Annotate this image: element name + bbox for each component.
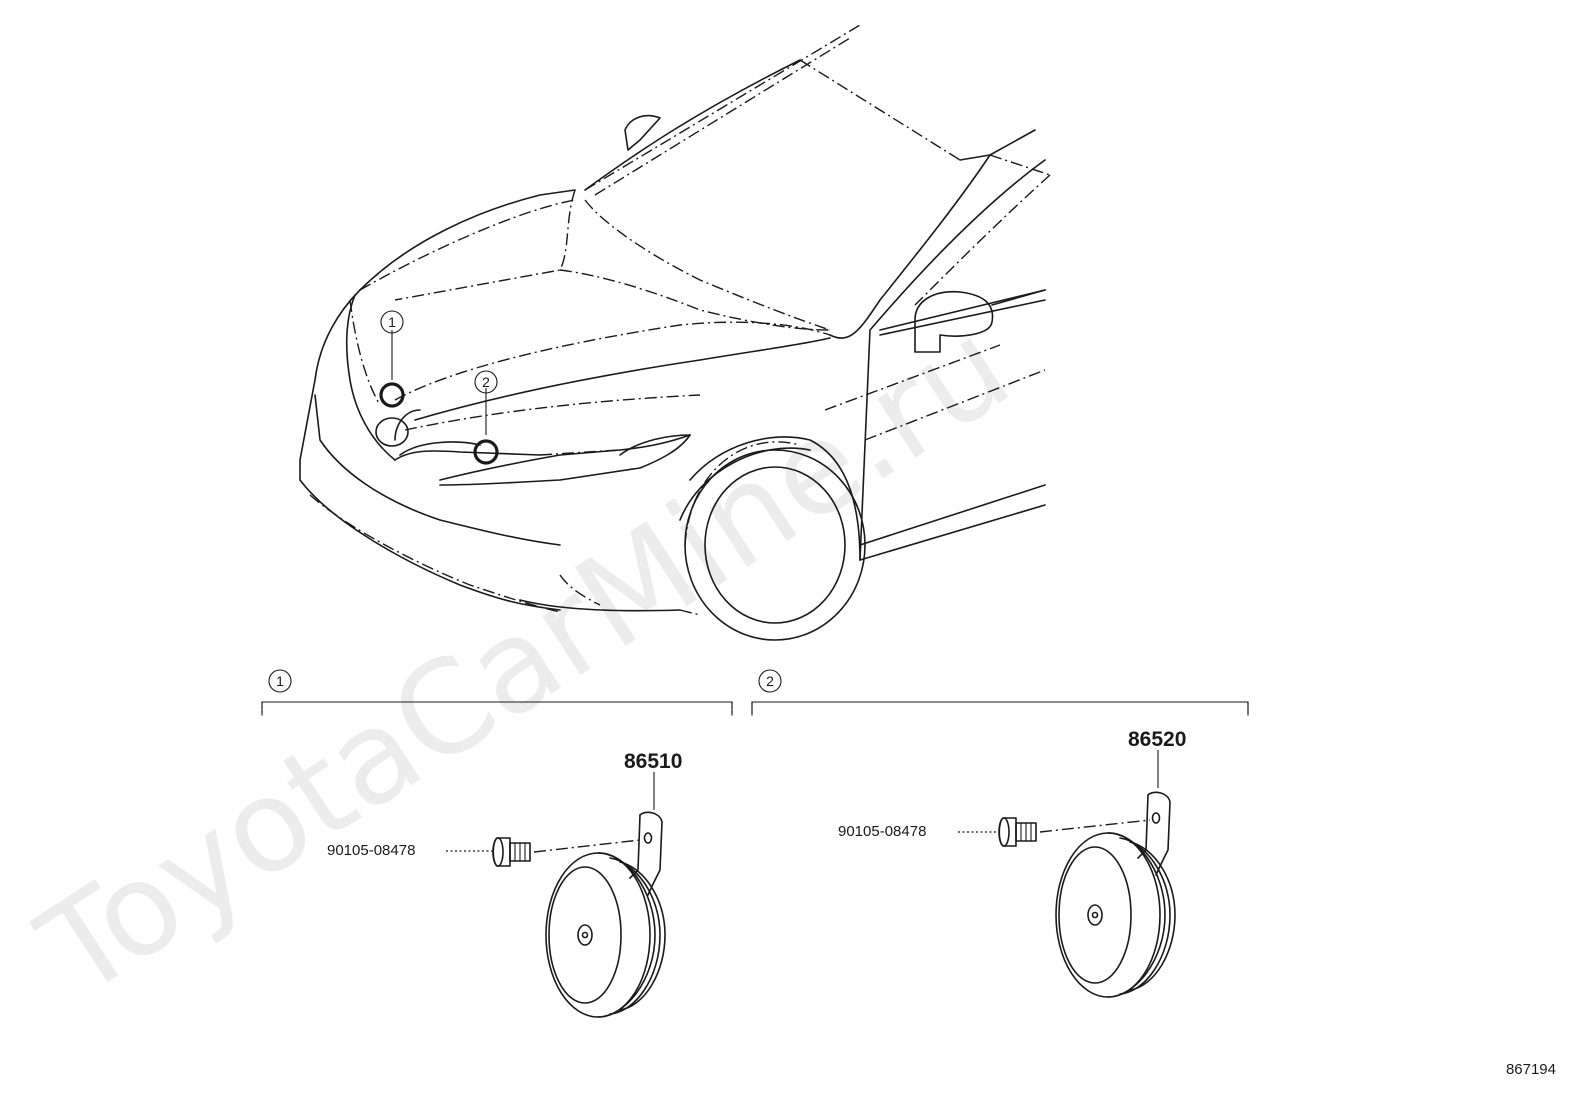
svg-text:2: 2 xyxy=(482,374,490,390)
bolt-icon xyxy=(492,837,531,867)
callout-1: 1 xyxy=(380,310,404,334)
illustration-code: 867194 xyxy=(1506,1061,1556,1078)
svg-text:ToyotaCarMine.ru: ToyotaCarMine.ru xyxy=(15,292,1035,1027)
group-1: 1 86510 90105-08478 xyxy=(261,669,733,1018)
group-2: 2 86520 90105-08478 xyxy=(751,669,1249,998)
bolt-part-number-2: 90105-08478 xyxy=(838,823,926,840)
svg-text:1: 1 xyxy=(388,314,396,330)
part-number-86520: 86520 xyxy=(1128,728,1186,751)
bolt-part-number-1: 90105-08478 xyxy=(327,842,415,859)
bolt-icon xyxy=(998,817,1037,847)
callout-2: 2 xyxy=(474,370,498,394)
location-marker-1 xyxy=(379,382,405,408)
horn-icon xyxy=(1055,791,1176,998)
part-number-86510: 86510 xyxy=(624,750,682,773)
group-1-circle xyxy=(268,669,292,693)
location-marker-2 xyxy=(473,439,499,465)
group-2-circle xyxy=(758,669,782,693)
car-illustration xyxy=(299,24,1051,641)
horn-icon xyxy=(545,811,666,1018)
group-1-number: 1 xyxy=(276,673,284,689)
watermark: ToyotaCarMine.ru xyxy=(15,292,1035,1027)
group-2-number: 2 xyxy=(766,673,774,689)
